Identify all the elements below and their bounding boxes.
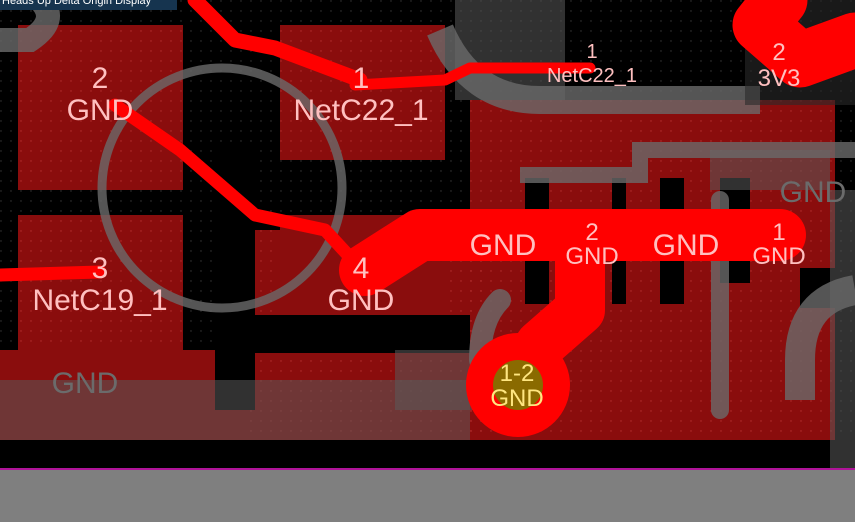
pad-net-label: 3V3	[758, 65, 801, 92]
trace-netc19	[0, 265, 107, 282]
pad-number-label: 4	[353, 252, 370, 285]
pad-net-label: GND	[328, 284, 395, 317]
canvas-bottom-area	[0, 470, 855, 522]
pad-number-label: 2	[92, 62, 109, 95]
pad-net-label: GND	[752, 243, 805, 270]
pad-number-label: 1	[772, 219, 785, 246]
pad-number-label: 3	[92, 252, 109, 285]
trace-gnd-main	[339, 209, 806, 296]
heads-up-display: Heads Up Delta Origin Display	[0, 0, 177, 10]
via-net-label: GND	[490, 385, 543, 412]
trace-netc22-top	[187, 0, 368, 88]
pad-number-label: 1	[353, 62, 370, 95]
pad-net-label: NetC19_1	[32, 284, 167, 317]
trace-netc22-right	[349, 62, 596, 91]
pad-net-label: GND	[67, 94, 134, 127]
pad-number-label: 1	[586, 41, 597, 63]
via-number-label: 1-2	[500, 360, 535, 387]
trace-3v3	[732, 0, 855, 88]
pad-net-label: GND	[565, 243, 618, 270]
pad-net-label: NetC22_1	[293, 94, 428, 127]
region-net-label: GND	[653, 229, 720, 262]
region-net-label: GND	[470, 229, 537, 262]
pad-net-label: NetC22_1	[547, 65, 637, 87]
pad-number-label: 2	[772, 39, 785, 66]
trace-gnd-left	[108, 98, 367, 275]
via-gnd[interactable]	[466, 333, 570, 437]
faded-net-label: GND	[780, 176, 847, 209]
pad-labels: 2 GND 1 NetC22_1 3 NetC19_1 4 GND 1 NetC…	[32, 39, 846, 412]
pad-number-label: 2	[585, 219, 598, 246]
faded-net-label: GND	[52, 367, 119, 400]
board-outline-edge	[0, 468, 855, 470]
pcb-layout-view[interactable]: 2 GND 1 NetC22_1 3 NetC19_1 4 GND 1 NetC…	[0, 0, 855, 470]
